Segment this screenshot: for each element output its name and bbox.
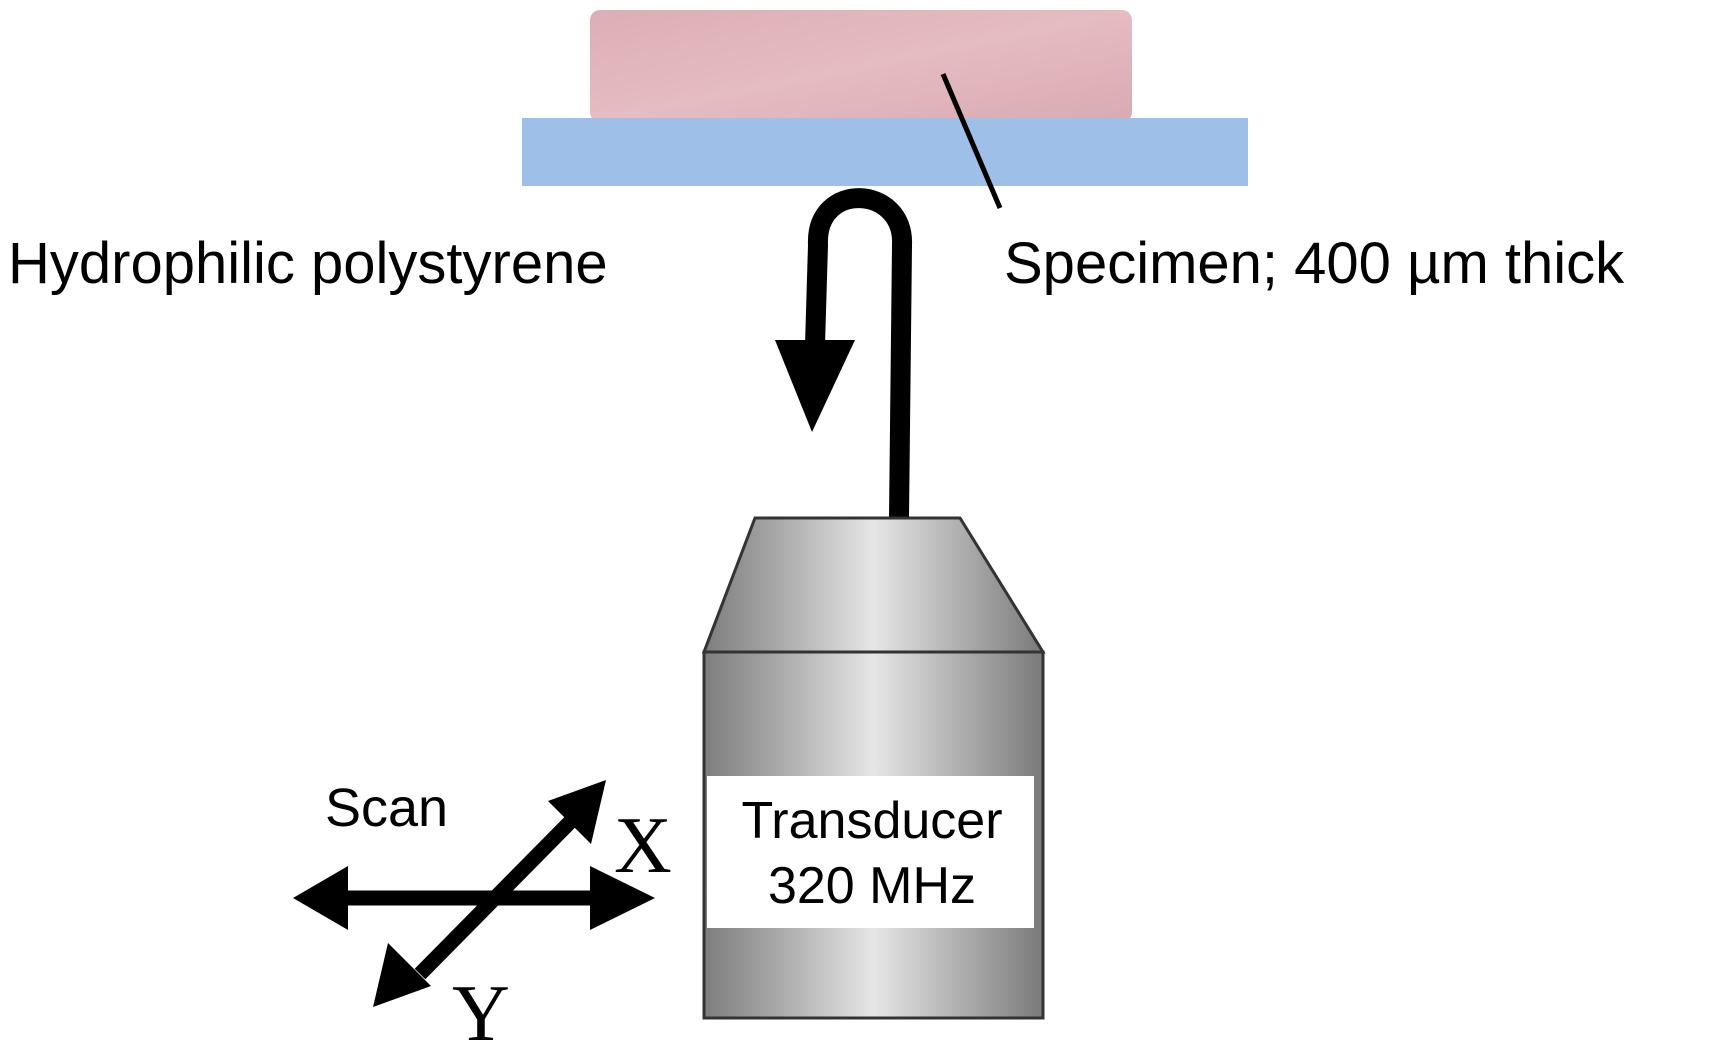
specimen-leader-line [940,73,1003,209]
transducer-label-panel [707,776,1034,928]
scan-axes: Scan X Y [293,778,672,1051]
scan-label: Scan [325,778,448,838]
scan-right-arrow-head-icon [590,866,655,930]
scan-diagonal-down-arrow-head-icon [373,943,431,1007]
transducer-label-line1: Transducer [741,792,1002,850]
scan-left-arrow-head-icon [293,866,348,930]
acoustic-beam-curve [805,188,912,519]
axis-y-label: Y [452,970,510,1051]
specimen-block [590,10,1132,122]
scan-diagonal-shaft [414,812,580,980]
substrate-label: Hydrophilic polystyrene [8,231,608,296]
polystyrene-substrate [522,118,1248,186]
transducer-label-line2: 320 MHz [768,857,976,915]
transducer-cone [701,516,1046,654]
axis-x-label: X [614,802,672,890]
specimen-label: Specimen; 400 µm thick [1004,231,1625,296]
scan-diagonal-up-arrow-head-icon [548,780,606,844]
beam-arrow-head-icon [775,340,855,432]
